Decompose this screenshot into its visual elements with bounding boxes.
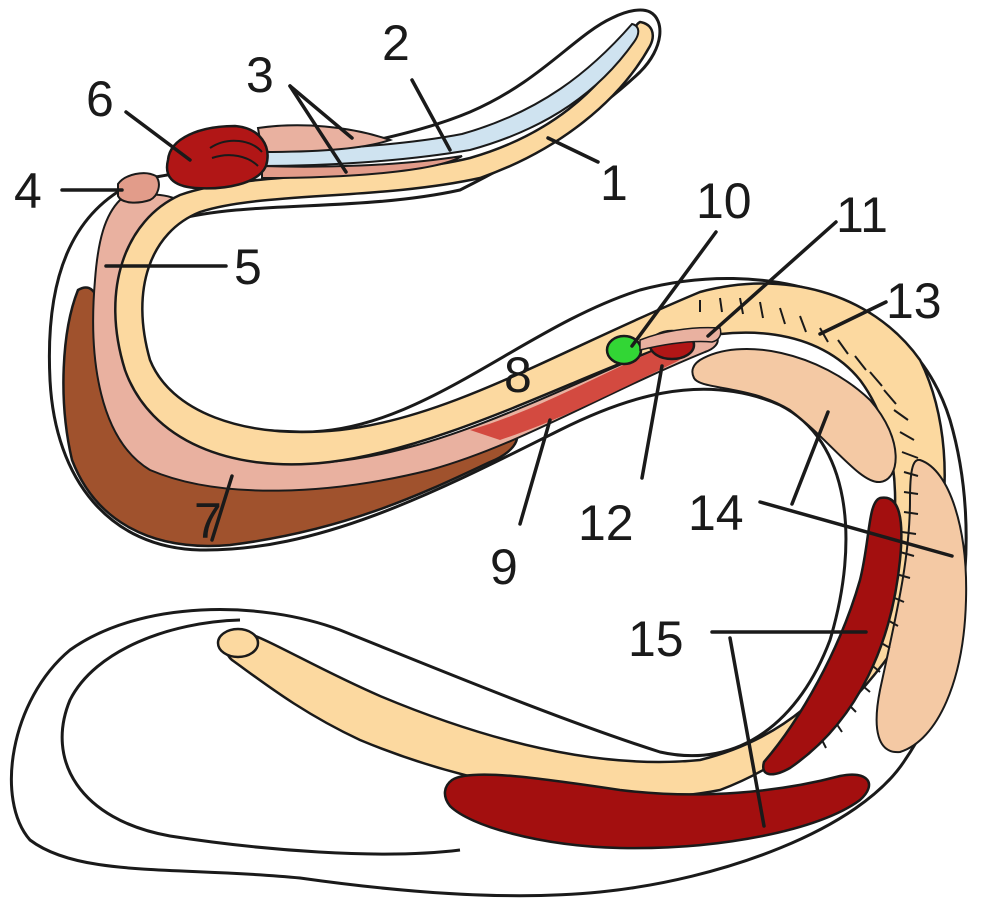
- liver: [470, 340, 687, 440]
- leader-lines: [60, 78, 954, 828]
- fat-body-upper: [691, 348, 897, 484]
- fat-body-lower: [875, 458, 968, 754]
- labels: 1 2 3 4 5 6 7 8 9 10 11 12 13 14 15: [14, 15, 942, 667]
- bile-duct: [639, 326, 722, 351]
- label-11: 11: [836, 187, 888, 243]
- small-intestine: [699, 297, 919, 749]
- label-5: 5: [234, 239, 262, 295]
- label-3: 3: [246, 47, 274, 103]
- label-12: 12: [578, 495, 634, 551]
- label-9: 9: [490, 539, 518, 595]
- label-2: 2: [382, 15, 410, 71]
- label-4: 4: [14, 163, 42, 219]
- kidney-upper: [761, 496, 903, 776]
- esophagus-lower: [261, 155, 463, 180]
- heart-detail: [209, 139, 263, 167]
- label-13: 13: [886, 273, 942, 329]
- thyroid-gland: [117, 172, 160, 204]
- label-1: 1: [600, 155, 628, 211]
- label-8: 8: [504, 347, 532, 403]
- label-7: 7: [194, 493, 222, 549]
- cloaca-opening: [216, 627, 260, 659]
- label-6: 6: [86, 71, 114, 127]
- tail-inner-outline: [60, 618, 461, 856]
- label-15: 15: [628, 611, 684, 667]
- kidney-lower: [443, 773, 871, 850]
- label-10: 10: [696, 173, 752, 229]
- label-14: 14: [688, 485, 744, 541]
